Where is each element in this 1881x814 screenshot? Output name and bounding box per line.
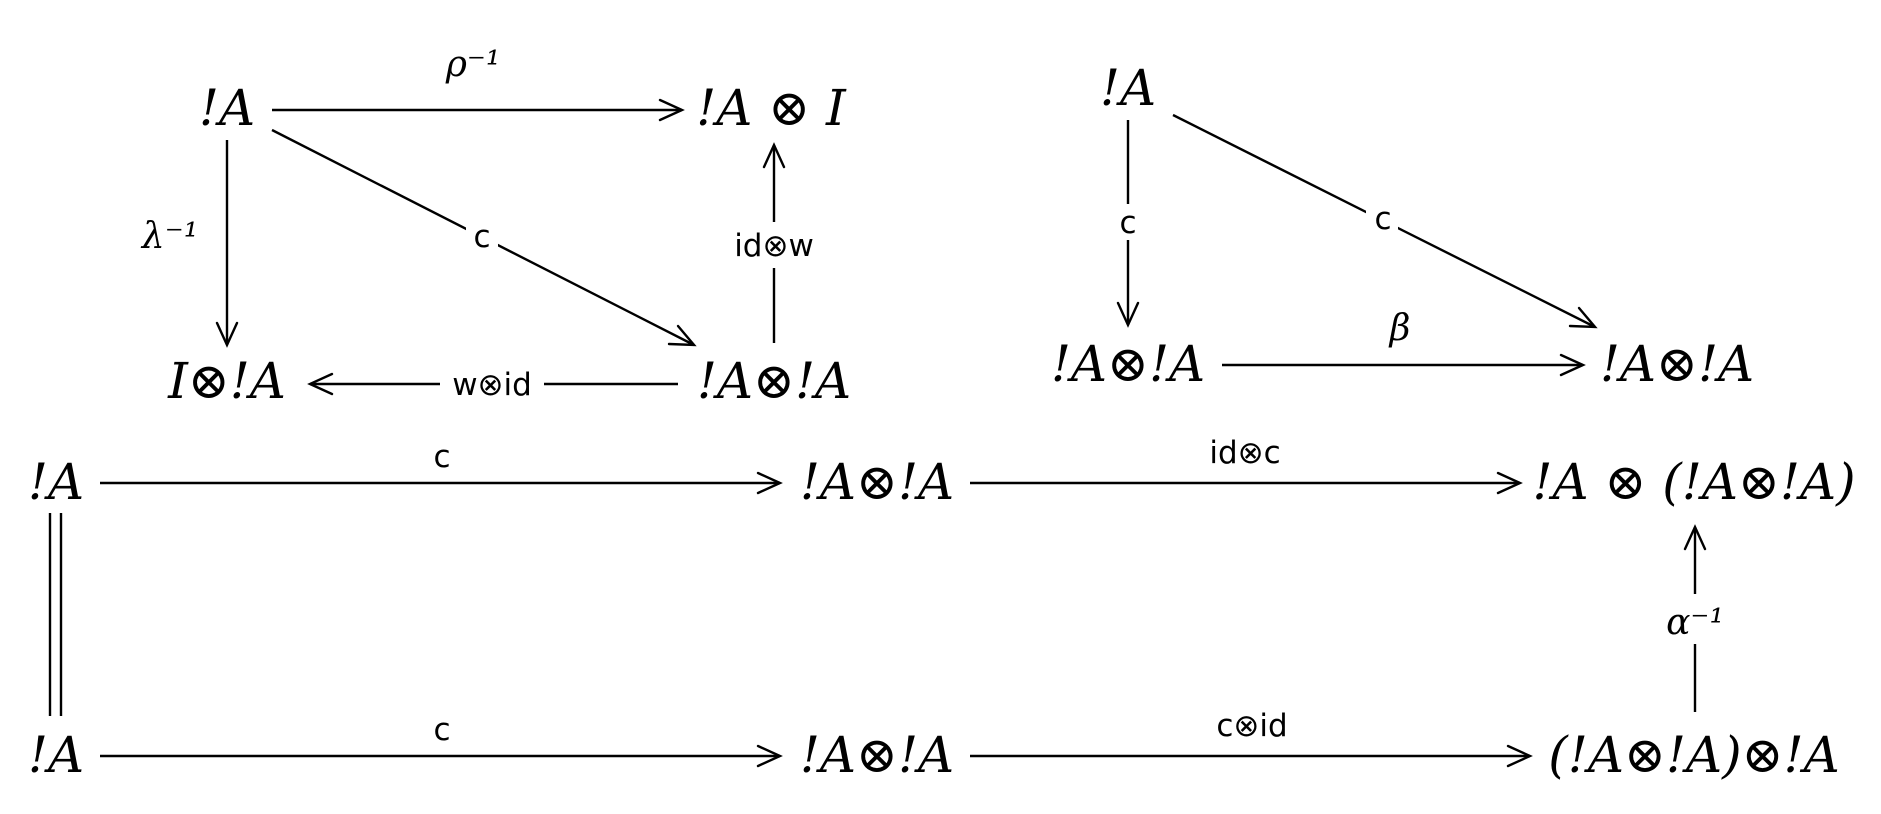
node-bang-a-tensor-bang-a: !A⊗!A xyxy=(697,352,851,410)
node-bang-a-top: !A xyxy=(1100,59,1156,117)
node-paren-bang-a-tensor-bang-a-tensor-bang-a: (!A⊗!A)⊗!A xyxy=(1548,726,1839,784)
arrow-c-bottom xyxy=(100,744,783,768)
arrow-lambda-inverse xyxy=(215,140,239,348)
node-bang-a-tensor-bang-a-right: !A⊗!A xyxy=(1600,335,1754,393)
arrow-c-top xyxy=(100,471,783,495)
node-bang-a-top-left: !A xyxy=(199,79,255,137)
label-alpha-inverse: α⁻¹ xyxy=(1666,602,1724,643)
equality-double-line xyxy=(48,513,63,716)
label-c-top: c xyxy=(433,439,450,475)
node-bang-a-tensor-bang-a-middle-top: !A⊗!A xyxy=(800,453,954,511)
arrow-id-tensor-c xyxy=(970,471,1523,495)
node-bang-a-tensor-paren-bang-a-tensor-bang-a: !A ⊗ (!A⊗!A) xyxy=(1532,453,1855,511)
label-lambda-inverse: λ⁻¹ xyxy=(140,216,198,257)
label-c-bottom: c xyxy=(433,712,450,748)
node-i-tensor-bang-a: I⊗!A xyxy=(167,352,286,410)
label-c-diagonal-2: c xyxy=(1374,201,1391,237)
diagram-associativity-rectangle: c id⊗c c c⊗id α⁻¹ !A !A⊗!A !A ⊗ (!A⊗!A) … xyxy=(28,435,1856,784)
node-bang-a-left-bottom: !A xyxy=(28,726,84,784)
node-bang-a-tensor-bang-a-left: !A⊗!A xyxy=(1051,335,1205,393)
node-bang-a-tensor-bang-a-middle-bottom: !A⊗!A xyxy=(800,726,954,784)
diagram-symmetry-triangle: c c β !A !A⊗!A !A⊗!A xyxy=(1051,59,1754,393)
arrow-c-tensor-id xyxy=(970,744,1533,768)
label-rho-inverse: ρ⁻¹ xyxy=(445,44,501,85)
label-id-tensor-c: id⊗c xyxy=(1209,435,1280,471)
label-id-tensor-w: id⊗w xyxy=(734,228,814,264)
diagram-unit-coherence: ρ⁻¹ λ⁻¹ c id⊗w w⊗id !A !A ⊗ I I⊗!A !A⊗!A xyxy=(140,44,851,410)
label-beta: β xyxy=(1388,308,1411,349)
node-bang-a-tensor-i: !A ⊗ I xyxy=(696,79,847,137)
label-c-tensor-id: c⊗id xyxy=(1216,708,1287,744)
arrow-beta xyxy=(1222,353,1586,377)
label-c-diagonal: c xyxy=(473,219,490,255)
label-c-down: c xyxy=(1119,205,1136,241)
arrow-rho-inverse xyxy=(272,98,685,122)
node-bang-a-left-top: !A xyxy=(28,453,84,511)
label-w-tensor-id: w⊗id xyxy=(452,367,532,403)
